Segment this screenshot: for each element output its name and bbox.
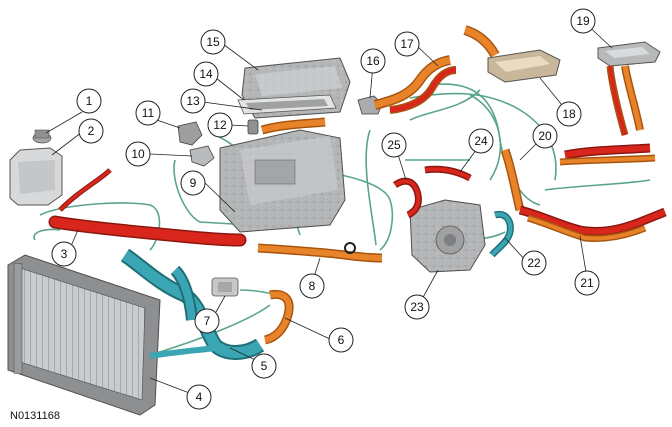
- callout-19: 19: [570, 8, 596, 34]
- callout-1: 1: [76, 88, 102, 114]
- svg-text:14: 14: [199, 67, 213, 81]
- svg-text:19: 19: [576, 14, 590, 28]
- svg-text:17: 17: [400, 37, 414, 51]
- callout-2: 2: [78, 118, 104, 144]
- svg-text:9: 9: [190, 176, 197, 190]
- orange-hose-6: [263, 289, 294, 345]
- svg-text:11: 11: [142, 106, 155, 120]
- svg-text:3: 3: [61, 247, 68, 261]
- hose-25: [392, 177, 422, 219]
- callout-23: 23: [404, 294, 430, 320]
- hoses-20: [500, 143, 656, 212]
- callout-12: 12: [207, 112, 233, 138]
- heater-hoses-17: [373, 25, 500, 114]
- svg-text:12: 12: [213, 118, 227, 132]
- auxiliary-heater: [597, 41, 661, 136]
- callout-25: 25: [381, 132, 407, 158]
- svg-text:8: 8: [309, 279, 316, 293]
- transmission-icon: [409, 199, 486, 273]
- callout-4: 4: [186, 384, 212, 410]
- callout-6: 6: [328, 327, 354, 353]
- svg-text:7: 7: [204, 314, 211, 328]
- fitting-12: [247, 119, 259, 135]
- heater-core-icon: [487, 49, 561, 83]
- svg-text:21: 21: [580, 276, 594, 290]
- svg-text:20: 20: [538, 129, 552, 143]
- svg-text:10: 10: [131, 147, 145, 161]
- callout-11: 11: [135, 100, 161, 126]
- radiator-icon: [7, 254, 161, 416]
- upper-radiator-hose: [48, 168, 247, 247]
- callout-21: 21: [574, 270, 600, 296]
- thermostat-housing: [211, 277, 239, 297]
- callout-15: 15: [200, 29, 226, 55]
- callout-5: 5: [251, 353, 277, 379]
- callout-17: 17: [394, 31, 420, 57]
- degas-bottle-icon: [9, 129, 63, 206]
- callout-7: 7: [194, 308, 220, 334]
- engine-block-icon: [219, 129, 346, 233]
- svg-text:25: 25: [387, 138, 401, 152]
- svg-text:18: 18: [562, 107, 576, 121]
- svg-text:16: 16: [366, 54, 380, 68]
- gasket: [237, 94, 337, 115]
- fitting-11: [177, 121, 203, 146]
- callout-20: 20: [532, 123, 558, 149]
- callout-14: 14: [193, 61, 219, 87]
- svg-text:24: 24: [474, 134, 488, 148]
- svg-text:1: 1: [86, 94, 93, 108]
- callout-13: 13: [180, 88, 206, 114]
- svg-text:5: 5: [261, 359, 268, 373]
- svg-text:4: 4: [196, 390, 203, 404]
- callouts: 1 2 3 4 5 6 7 8 9 10 11 12 13 14 15 16 1…: [51, 8, 600, 410]
- svg-text:22: 22: [527, 256, 541, 270]
- callout-10: 10: [125, 141, 151, 167]
- svg-text:15: 15: [206, 35, 220, 49]
- svg-text:23: 23: [410, 300, 424, 314]
- callout-24: 24: [468, 128, 494, 154]
- svg-text:2: 2: [88, 124, 95, 138]
- callout-16: 16: [360, 48, 386, 74]
- orange-hose-8: [257, 242, 383, 263]
- hoses-21: [518, 205, 667, 242]
- svg-text:6: 6: [338, 333, 345, 347]
- callout-8: 8: [299, 273, 325, 299]
- callout-18: 18: [556, 101, 582, 127]
- reference-code: N0131168: [10, 410, 60, 422]
- svg-text:13: 13: [186, 94, 200, 108]
- fitting-10: [189, 145, 215, 167]
- hose-24: [424, 165, 472, 182]
- orange-hose-13: [260, 117, 326, 135]
- callout-3: 3: [51, 241, 77, 267]
- callout-22: 22: [521, 250, 547, 276]
- callout-9: 9: [180, 170, 206, 196]
- cyan-hose-22: [489, 210, 514, 258]
